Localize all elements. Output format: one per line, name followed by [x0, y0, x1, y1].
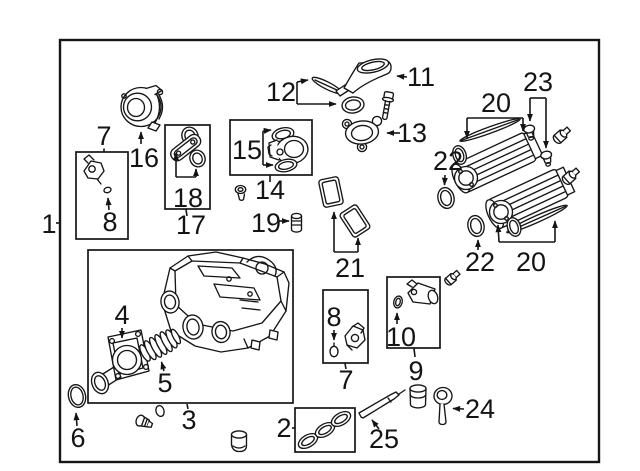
callout-22-bottom: 22	[465, 247, 495, 277]
callout-19: 19	[251, 208, 281, 238]
callout-5: 5	[157, 368, 172, 398]
callout-7-bottom: 7	[338, 365, 353, 395]
part-2-seal-set	[297, 410, 352, 450]
callout-20-top: 20	[481, 88, 511, 118]
bolt-icon-long	[381, 90, 395, 121]
supercharger-group-box	[87, 249, 294, 404]
callout-16: 16	[129, 143, 159, 173]
screw-icon	[234, 184, 247, 201]
bolt-icon-right-1	[552, 126, 572, 145]
seal-set-box	[294, 407, 356, 453]
part-3-supercharger	[160, 251, 290, 353]
bolt-icon-mid	[444, 269, 461, 286]
sensor-group-box-bottom	[322, 289, 369, 364]
part-22-oring-lower	[467, 214, 485, 238]
screw-and-oring-icon	[135, 404, 165, 428]
part-22-oring-upper	[437, 186, 455, 210]
callout-3: 3	[181, 405, 196, 435]
part-25-applicator	[358, 389, 406, 419]
callout-2: 2	[276, 413, 291, 443]
callout-1: 1	[41, 209, 56, 239]
callout-21: 21	[335, 253, 365, 283]
part-23-screws	[523, 124, 553, 167]
part-7-sensor-bottom	[329, 322, 366, 358]
gasket-kit-box	[164, 124, 211, 210]
diagram-frame	[58, 38, 601, 464]
callout-11: 11	[407, 62, 435, 92]
callout-9: 9	[408, 356, 423, 386]
part-24-eyelet-pin	[433, 386, 453, 426]
callout-10: 10	[386, 322, 416, 352]
part-11-elbow-duct	[335, 58, 392, 97]
callout-23: 23	[523, 67, 553, 97]
callout-7-top: 7	[96, 121, 111, 151]
part-19-valve	[290, 212, 303, 233]
part-18-seals-and-gasket	[170, 126, 206, 168]
throttle-body-box	[229, 119, 313, 176]
callout-24: 24	[465, 394, 495, 424]
callout-14: 14	[255, 175, 285, 205]
part-16-inlet-housing	[120, 84, 164, 132]
callout-labels: 2 3 4 5 6 7 7 8 8 9 10 11 12 13 14 15 16…	[70, 62, 553, 454]
hose-elbow-icon	[230, 430, 248, 453]
part-13-flange	[341, 115, 383, 153]
part-7-sensor-top	[83, 154, 112, 194]
part-6-seal	[67, 383, 87, 409]
part-5-bellows	[139, 328, 182, 362]
callout-15: 15	[232, 135, 262, 165]
callout-20-bottom: 20	[516, 247, 546, 277]
part-21-gaskets	[318, 176, 371, 238]
part-10-cam-sensor	[392, 279, 439, 309]
callout-4: 4	[114, 300, 129, 330]
callout-8-bottom: 8	[326, 302, 341, 332]
bolt-icon-right-2	[561, 167, 581, 186]
callout-13: 13	[397, 118, 427, 148]
sensor-group-box-top	[75, 151, 129, 240]
part-4-inlet-flange	[90, 329, 150, 395]
callout-12: 12	[266, 77, 296, 107]
part-14-throttle-body	[267, 126, 309, 173]
callout-17: 17	[176, 210, 206, 240]
callout-22-top: 22	[433, 146, 463, 176]
cam-sensor-box	[386, 276, 441, 349]
callout-18: 18	[173, 183, 203, 213]
sleeve-icon	[409, 384, 427, 409]
callout-8-top: 8	[102, 207, 117, 237]
callout-leaders	[73, 73, 558, 430]
callout-6: 6	[70, 423, 85, 453]
callout-25: 25	[369, 424, 399, 454]
